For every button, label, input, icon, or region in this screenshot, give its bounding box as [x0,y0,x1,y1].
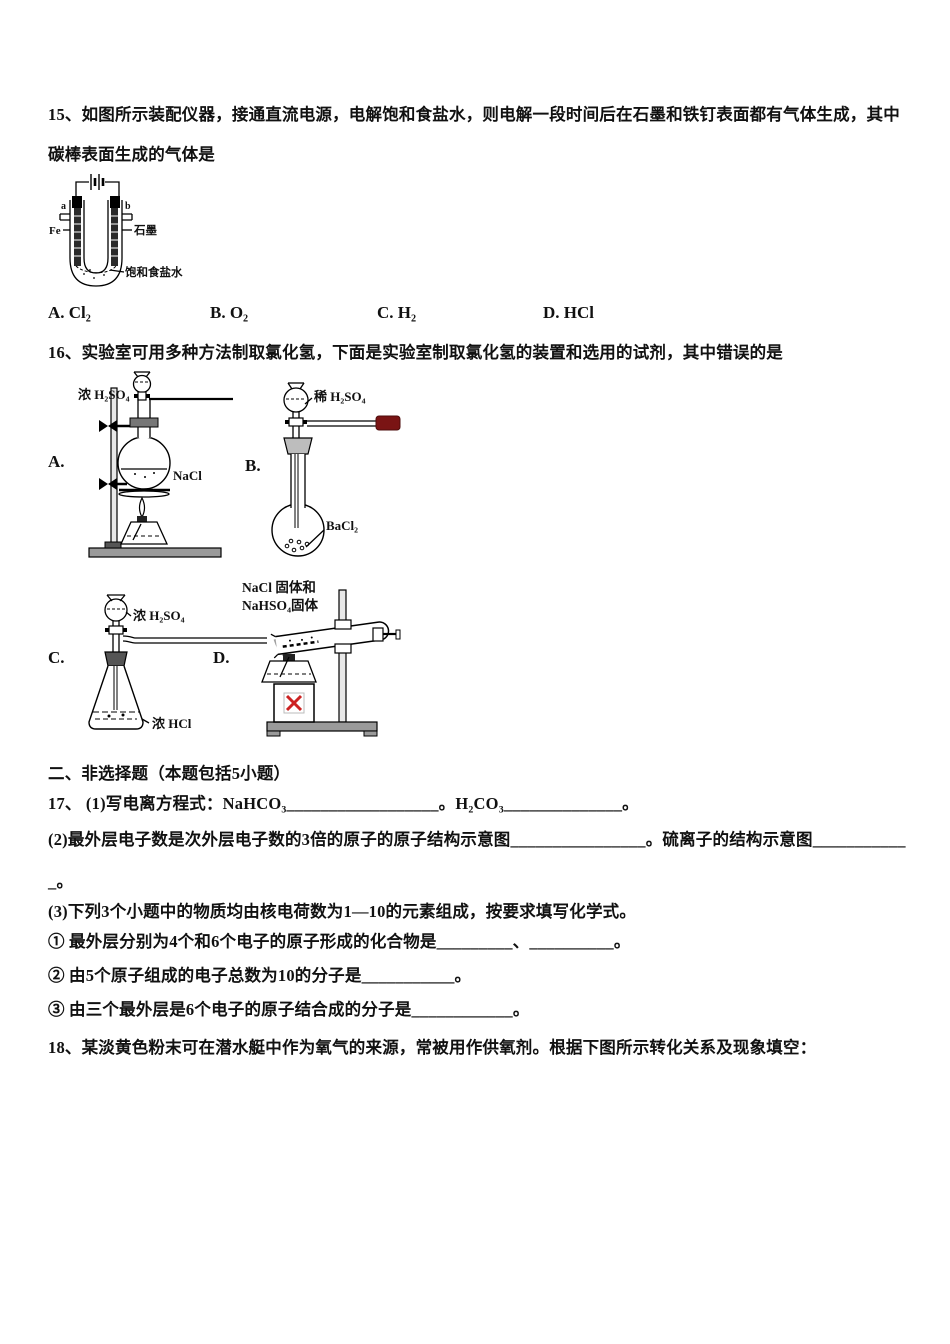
apparatus-d-letter: D. [213,648,230,667]
apparatus-a-flask-reagent-label: NaCl [173,468,202,483]
question-16-text: 16、实验室可用多种方法制取氯化氢，下面是实验室制取氯化氢的装置和选用的试剂，其… [48,343,783,362]
apparatus-a-funnel-reagent-label: 浓 H₂SO₄ [78,387,130,402]
question-17-sub1: ① 最外层分别为4个和6个电子的原子形成的化合物是_________、_____… [48,932,631,951]
question-15-line2: 碳棒表面生成的气体是 [48,145,215,164]
question-17-line1: 17、 (1)写电离方程式：NaHCO₃__________________。H… [48,794,639,813]
left-electrode-cap [72,196,82,208]
question-17-sub3: ③ 由三个最外层是6个电子的原子结合成的分子是____________。 [48,1000,530,1019]
q15-option-a: A. Cl₂ [48,303,91,322]
q15-option-d: D. HCl [543,303,594,322]
apparatus-b-letter: B. [245,456,261,475]
question-17-line2-cont: _。 [48,872,74,891]
warning-x-icon [285,694,303,712]
right-electrode-cap [110,196,120,208]
q16-apparatus-d-diagram: NaCl 固体和 NaHSO₄固体 [242,579,401,737]
q15-electrolysis-utube-diagram: a b Fe 石墨 饱和食盐水 [49,174,183,287]
apparatus-c-letter: C. [48,648,65,667]
electrode-b-label: b [125,201,131,212]
apparatus-d-reagent-line1: NaCl 固体和 [242,579,316,595]
question-17-line2: (2)最外层电子数是次外层电子数的3倍的原子的原子结构示意图__________… [48,830,906,849]
apparatus-b-flask-reagent-label: BaCl₂ [326,518,358,533]
brine-label: 饱和食盐水 [125,265,183,279]
q16-apparatus-a-diagram: 浓 H₂SO₄ NaCl [78,371,233,558]
apparatus-b-funnel-reagent-label: 稀 H₂SO₄ [314,389,366,404]
section2-title: 二、非选择题（本题包括5小题） [48,764,291,783]
q15-option-b: B. O₂ [210,303,249,322]
q16-apparatus-c-diagram: 浓 H₂SO₄ 浓 HCl [88,594,267,731]
graphite-label: 石墨 [133,224,157,237]
question-15-line1: 15、如图所示装配仪器，接通直流电源，电解饱和食盐水，则电解一段时间后在石墨和铁… [48,105,900,124]
apparatus-d-reagent-line2: NaHSO₄固体 [242,597,319,613]
apparatus-c-flask-reagent-label: 浓 HCl [152,716,192,731]
fe-electrode-label: Fe [49,225,61,237]
apparatus-a-letter: A. [48,452,65,471]
question-17-line3: (3)下列3个小题中的物质均由核电荷数为1—10的元素组成，按要求填写化学式。 [48,902,637,921]
electrode-a-label: a [61,201,66,212]
question-17-sub2: ② 由5个原子组成的电子总数为10的分子是___________。 [48,966,472,985]
apparatus-c-funnel-reagent-label: 浓 H₂SO₄ [133,608,185,623]
question-18-text: 18、某淡黄色粉末可在潜水艇中作为氧气的来源，常被用作供氧剂。根据下图所示转化关… [48,1038,817,1057]
q16-apparatus-b-diagram: 稀 H₂SO₄ BaCl₂ [271,382,401,557]
q15-option-c: C. H₂ [377,303,417,322]
